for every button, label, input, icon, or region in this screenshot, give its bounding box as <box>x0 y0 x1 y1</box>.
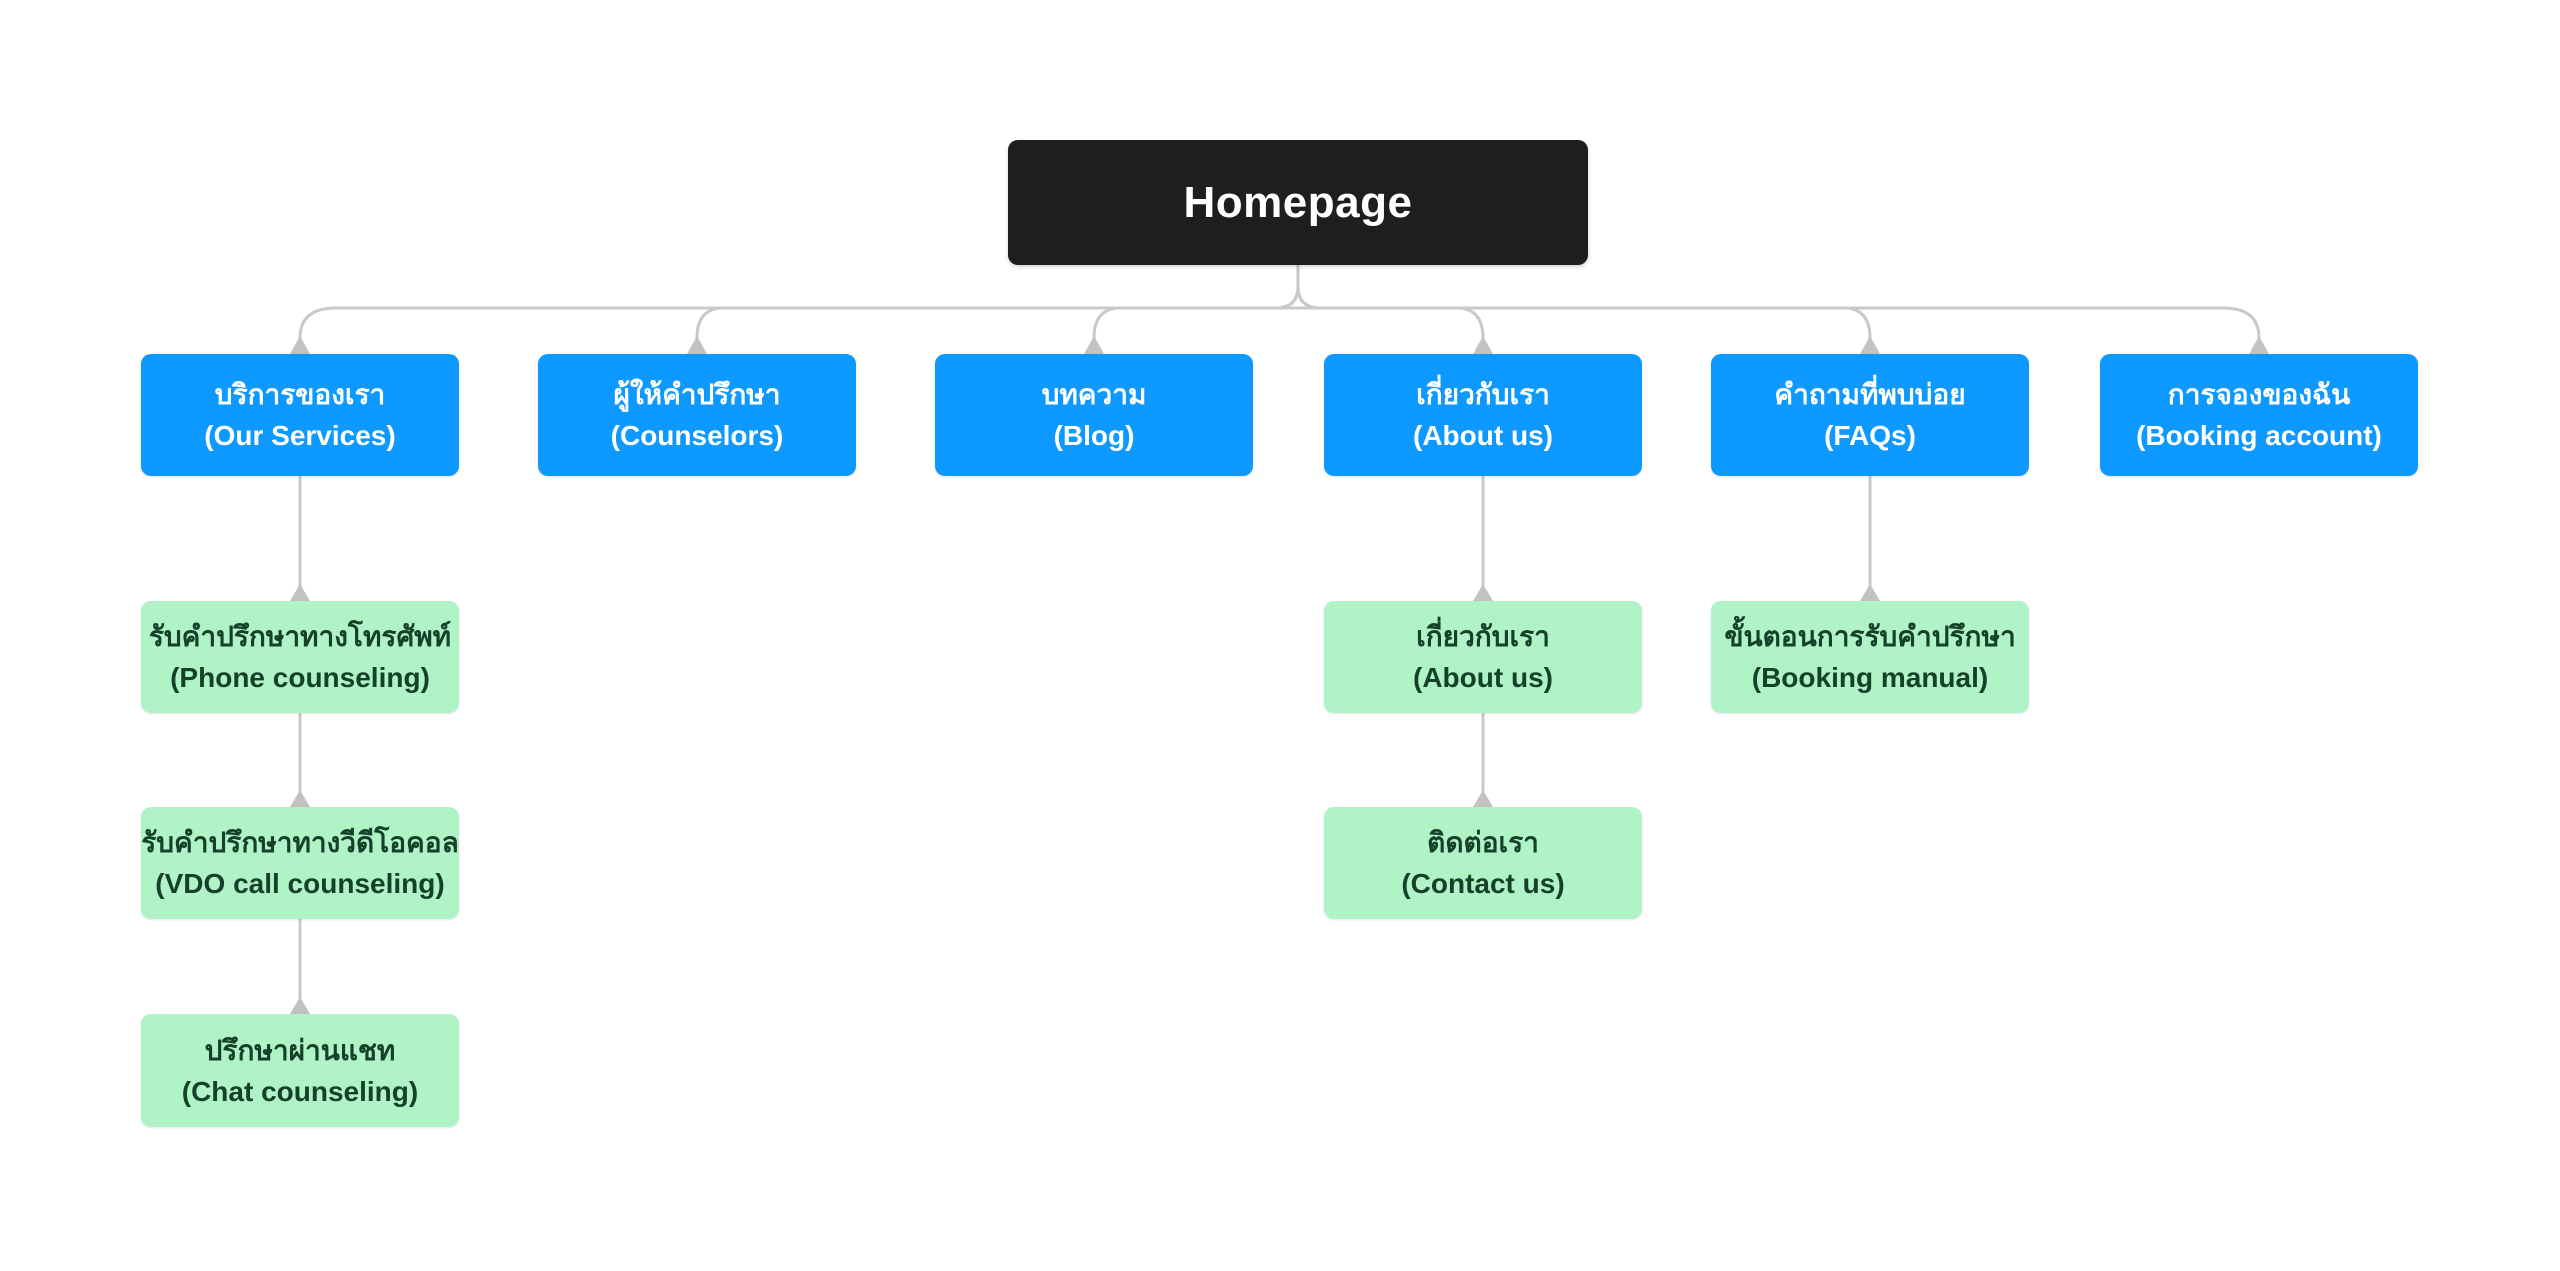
node-label-en: (Counselors) <box>610 420 784 451</box>
node-label-th: เกี่ยวกับเรา <box>1416 379 1550 410</box>
node-label-th: เกี่ยวกับเรา <box>1416 621 1550 652</box>
node-label-en: (Contact us) <box>1401 868 1565 899</box>
arrowheads <box>290 336 2269 1014</box>
node-label-th: บทความ <box>1041 379 1147 410</box>
node-label-en: (FAQs) <box>1824 420 1916 451</box>
node-label-en: (Chat counseling) <box>181 1075 419 1107</box>
node-label-en: (VDO call counseling) <box>155 868 445 899</box>
node-label-th: ติดต่อเรา <box>1427 827 1539 858</box>
node-label-th: รับคำปรึกษาทางโทรศัพท์ <box>148 621 452 652</box>
node-faqs[interactable]: คำถามที่พบบ่อย (FAQs) <box>1711 354 2029 476</box>
node-contact-us[interactable]: ติดต่อเรา (Contact us) <box>1324 807 1642 919</box>
node-about-us[interactable]: เกี่ยวกับเรา (About us) <box>1324 354 1642 476</box>
node-label-en: (Blog) <box>1053 420 1135 451</box>
node-about-us-subpage[interactable]: เกี่ยวกับเรา (About us) <box>1324 601 1642 713</box>
node-vdo-call-counseling[interactable]: รับคำปรึกษาทางวีดีโอคอล (VDO call counse… <box>141 807 459 919</box>
node-chat-counseling[interactable]: ปรึกษาผ่านแชท (Chat counseling) <box>141 1014 459 1127</box>
node-label-en: (Phone counseling) <box>170 662 430 693</box>
node-label-en: (About us) <box>1413 420 1553 451</box>
node-counselors[interactable]: ผู้ให้คำปรึกษา (Counselors) <box>538 354 856 476</box>
node-label-en: (Booking account) <box>2136 420 2382 451</box>
node-label-en: (Our Services) <box>204 420 396 451</box>
node-label-th: ปรึกษาผ่านแชท <box>204 1034 396 1066</box>
node-phone-counseling[interactable]: รับคำปรึกษาทางโทรศัพท์ (Phone counseling… <box>141 601 459 713</box>
node-our-services[interactable]: บริการของเรา (Our Services) <box>141 354 459 476</box>
node-label: Homepage <box>1183 177 1413 227</box>
node-label-th: รับคำปรึกษาทางวีดีโอคอล <box>141 827 459 858</box>
node-label-en: (Booking manual) <box>1751 662 1989 693</box>
node-homepage[interactable]: Homepage <box>1008 140 1588 265</box>
node-label-th: ผู้ให้คำปรึกษา <box>613 379 781 410</box>
node-label-th: ขั้นตอนการรับคำปรึกษา <box>1724 621 2016 652</box>
node-label-th: บริการของเรา <box>214 379 386 410</box>
node-label-th: คำถามที่พบบ่อย <box>1774 379 1966 410</box>
node-blog[interactable]: บทความ (Blog) <box>935 354 1253 476</box>
node-label-th: การจองของฉัน <box>2167 379 2351 410</box>
node-booking-manual[interactable]: ขั้นตอนการรับคำปรึกษา (Booking manual) <box>1711 601 2029 713</box>
node-label-en: (About us) <box>1413 662 1553 693</box>
node-booking-account[interactable]: การจองของฉัน (Booking account) <box>2100 354 2418 476</box>
